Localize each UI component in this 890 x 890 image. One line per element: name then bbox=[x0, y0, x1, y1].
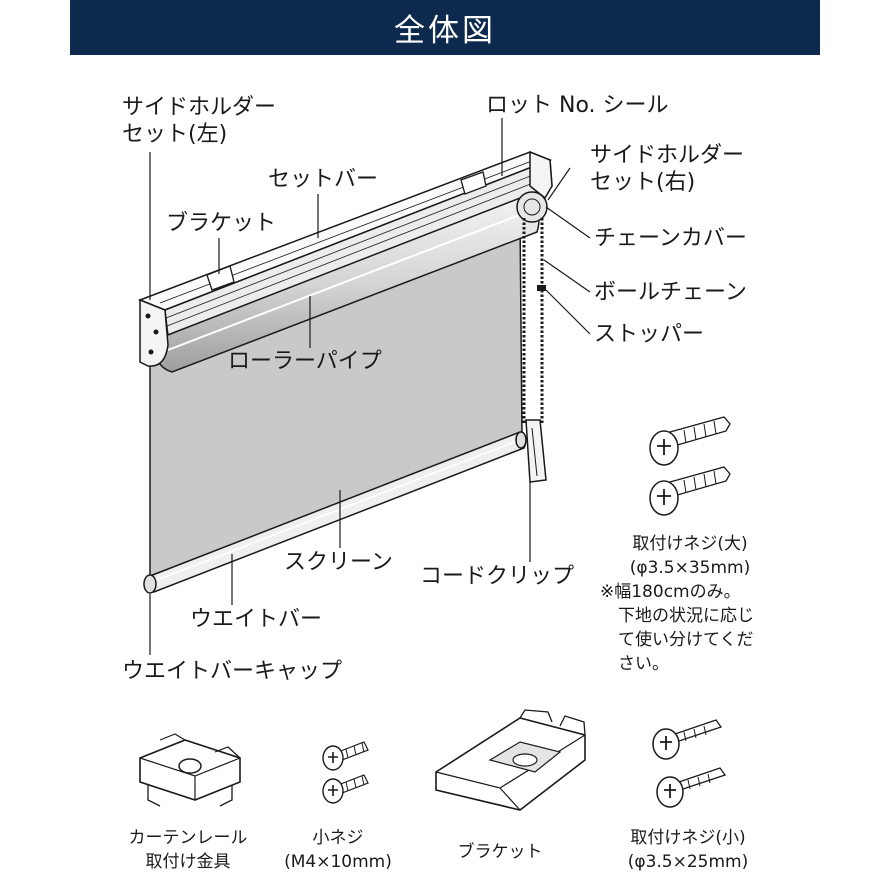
header-banner: 全体図 bbox=[70, 0, 820, 55]
label-chain-cover: チェーンカバー bbox=[594, 226, 747, 251]
small-screw-1 bbox=[322, 741, 369, 771]
label-side-holder-left: サイドホルダー セット(左) bbox=[122, 95, 277, 147]
weight-bar-cap-right bbox=[515, 431, 527, 449]
label-small-screw: 小ネジ (M4×10mm) bbox=[284, 828, 392, 872]
label-screw-small: 取付けネジ(小) (φ3.5×25mm) bbox=[627, 828, 749, 872]
label-cord-clip: コードクリップ bbox=[420, 564, 575, 589]
screw-small-2 bbox=[656, 767, 727, 808]
bracket-part-icon bbox=[435, 709, 586, 811]
side-holder-right bbox=[529, 150, 553, 200]
label-roller-pipe: ローラーパイプ bbox=[228, 349, 382, 374]
label-weight-bar: ウエイトバー bbox=[190, 607, 323, 632]
curtain-rail-fitting-icon bbox=[139, 733, 241, 807]
screw-large-1 bbox=[649, 416, 731, 466]
label-lot-seal: ロット No. シール bbox=[486, 93, 669, 118]
label-bracket-top: ブラケット bbox=[166, 211, 277, 236]
label-bracket-part: ブラケット bbox=[457, 842, 543, 862]
bracket-on-bar-left bbox=[206, 265, 235, 291]
screw-small-1 bbox=[652, 719, 723, 760]
label-set-bar: セットバー bbox=[268, 167, 379, 192]
label-ball-chain: ボールチェーン bbox=[594, 280, 747, 305]
note-screw-usage: ※幅180cmのみ。 下地の状況に応じ て使い分けてくだ さい。 bbox=[600, 582, 754, 674]
bracket-on-bar-right bbox=[460, 171, 487, 195]
page-title: 全体図 bbox=[394, 13, 496, 49]
label-curtain-rail-fitting: カーテンレール 取付け金具 bbox=[128, 828, 248, 872]
leader-lines bbox=[149, 118, 591, 655]
chain-cover bbox=[516, 191, 548, 223]
label-screw-large: 取付けネジ(大) (φ3.5×35mm) bbox=[629, 534, 751, 578]
label-stopper: ストッパー bbox=[594, 322, 705, 347]
small-screw-2 bbox=[322, 774, 369, 804]
label-weight-bar-cap: ウエイトバーキャップ bbox=[122, 659, 343, 684]
stopper bbox=[537, 285, 546, 291]
ball-chain bbox=[522, 218, 544, 425]
cord-clip bbox=[525, 419, 547, 483]
screw-large-2 bbox=[649, 466, 731, 516]
label-screen: スクリーン bbox=[284, 550, 393, 575]
weight-bar-cap-left bbox=[143, 574, 157, 594]
label-side-holder-right: サイドホルダー セット(右) bbox=[590, 143, 745, 195]
